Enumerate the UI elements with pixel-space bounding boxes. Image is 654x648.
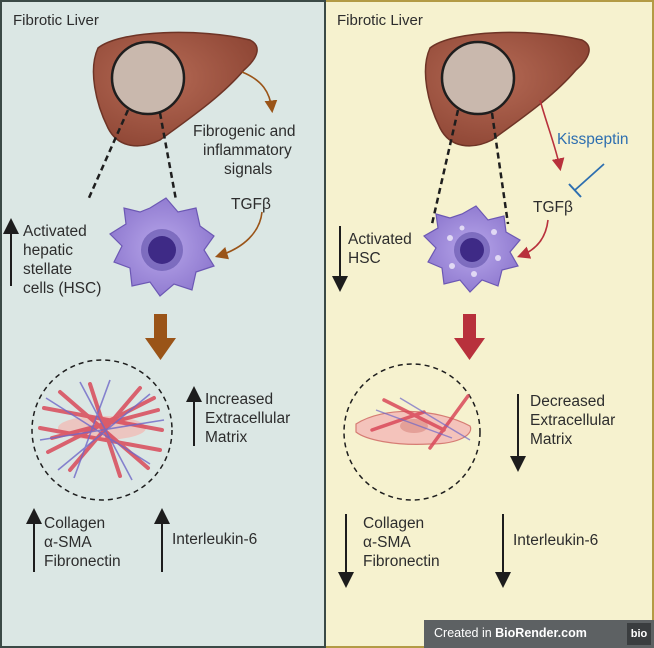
hsc-label-left-4: cells (HSC) bbox=[23, 280, 102, 297]
interleukin-left: Interleukin-6 bbox=[172, 531, 258, 548]
left-title: Fibrotic Liver bbox=[13, 12, 99, 29]
hsc-label-left-1: Activated bbox=[23, 223, 87, 240]
big-arrow-right bbox=[454, 314, 485, 360]
liver-zoom-circle-right bbox=[440, 40, 516, 116]
signal-arrow bbox=[539, 99, 565, 172]
inhibition-line bbox=[568, 163, 605, 198]
matrix-label-left-2: Extracellular bbox=[205, 410, 291, 427]
hsc-label-right-1: Activated bbox=[348, 231, 412, 248]
liver-zoom-circle-left bbox=[110, 40, 186, 116]
tgf-arrow bbox=[214, 211, 263, 260]
tgf-label-left: TGFβ bbox=[231, 196, 271, 213]
signal-arrow bbox=[241, 71, 278, 114]
ecm-circle-right bbox=[343, 363, 481, 501]
marker-left-3: Fibronectin bbox=[44, 553, 121, 570]
matrix-label-right-2: Extracellular bbox=[530, 412, 616, 429]
signals-text-2: inflammatory bbox=[203, 142, 292, 159]
matrix-label-left-3: Matrix bbox=[205, 429, 248, 446]
marker-right-3: Fibronectin bbox=[363, 553, 440, 570]
hsc-label-right-2: HSC bbox=[348, 250, 381, 267]
liver-left bbox=[92, 31, 258, 147]
big-arrow-left bbox=[145, 314, 176, 360]
marker-left-1: Collagen bbox=[44, 515, 106, 532]
matrix-label-left-1: Increased bbox=[205, 391, 274, 408]
marker-right-2: α-SMA bbox=[363, 534, 411, 551]
hsc-label-left-3: stellate bbox=[23, 261, 73, 278]
hsc-cell-right bbox=[423, 205, 521, 293]
matrix-label-right-1: Decreased bbox=[530, 393, 605, 410]
ecm-circle-left bbox=[31, 359, 173, 501]
biorender-logo-icon: bio bbox=[627, 623, 651, 645]
credit-brand: BioRender.com bbox=[495, 626, 587, 640]
credit-prefix: Created in bbox=[434, 626, 496, 640]
right-title: Fibrotic Liver bbox=[337, 12, 423, 29]
signals-text-3: signals bbox=[224, 161, 273, 178]
matrix-label-right-3: Matrix bbox=[530, 431, 573, 448]
marker-right-1: Collagen bbox=[363, 515, 425, 532]
marker-left-2: α-SMA bbox=[44, 534, 92, 551]
signals-text-1: Fibrogenic and bbox=[193, 123, 296, 140]
interleukin-right: Interleukin-6 bbox=[513, 532, 599, 549]
tgf-label-right: TGFβ bbox=[533, 199, 573, 216]
hsc-cell-left bbox=[109, 197, 215, 297]
hsc-label-left-2: hepatic bbox=[23, 242, 73, 259]
kisspeptin-label: Kisspeptin bbox=[557, 131, 629, 148]
liver-right bbox=[424, 31, 590, 147]
zoom-line bbox=[490, 112, 510, 225]
zoom-line bbox=[86, 109, 130, 201]
zoom-line bbox=[158, 112, 178, 201]
biorender-credit-badge[interactable]: Created in BioRender.com bio bbox=[424, 620, 654, 648]
credit-text: Created in BioRender.com bbox=[434, 626, 587, 640]
tgf-arrow bbox=[517, 219, 549, 259]
